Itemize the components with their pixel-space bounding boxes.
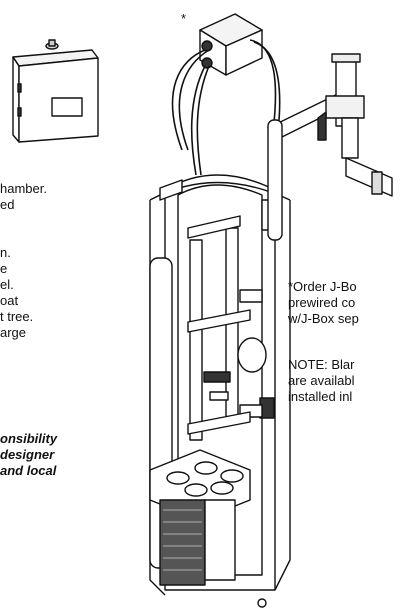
pump-column bbox=[187, 215, 267, 441]
junction-box bbox=[199, 13, 263, 76]
discharge-pipe bbox=[267, 53, 393, 197]
left-text-line: hamber. bbox=[0, 181, 47, 196]
asterisk-label: * bbox=[181, 11, 187, 26]
left-text-line: oat bbox=[0, 293, 19, 308]
blank-note-line: NOTE: Blar bbox=[288, 357, 355, 372]
control-panel-box bbox=[12, 39, 99, 143]
order-note-line: *Order J-Bo bbox=[288, 279, 357, 294]
left-note-line: and local bbox=[0, 463, 57, 478]
left-text-line: el. bbox=[0, 277, 14, 292]
order-note-line: prewired co bbox=[288, 295, 356, 310]
blank-note-line: installed inl bbox=[288, 389, 353, 404]
order-note-line: w/J-Box sep bbox=[288, 311, 359, 326]
left-note-line: onsibility bbox=[0, 431, 58, 446]
blank-note-line: are availabl bbox=[288, 373, 355, 388]
filter-cartridges bbox=[149, 449, 267, 608]
left-text-line: n. bbox=[0, 245, 11, 260]
left-text-line: e bbox=[0, 261, 8, 276]
left-text-line: t tree. bbox=[0, 309, 34, 324]
left-text-line: arge bbox=[0, 325, 27, 340]
left-text-line: ed bbox=[0, 197, 15, 212]
left-note-line: designer bbox=[0, 447, 55, 462]
